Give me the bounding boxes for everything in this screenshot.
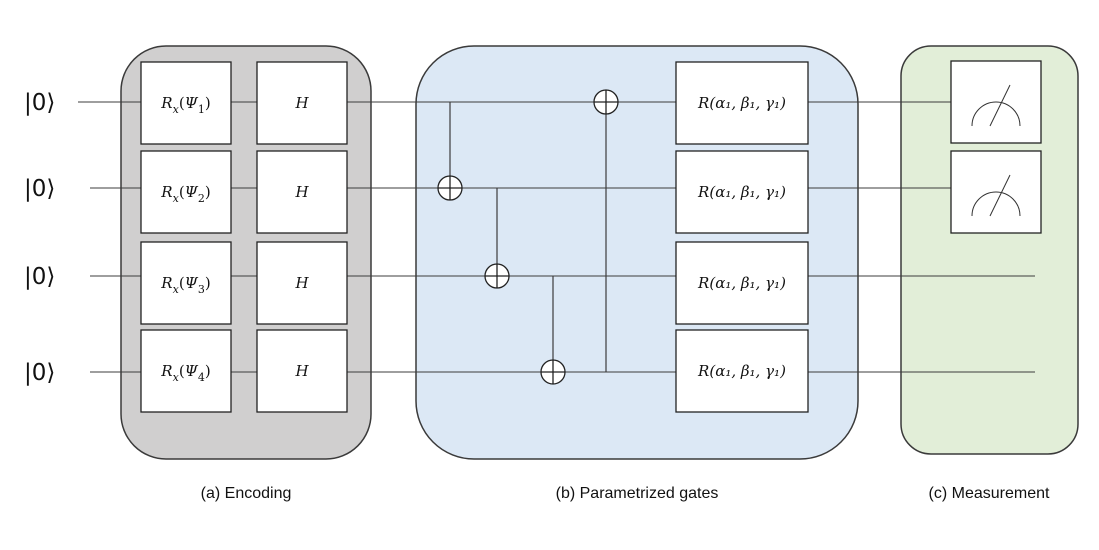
cnot-target-2	[484, 263, 510, 289]
rx-gate-label-1: Rx(Ψ1)	[160, 94, 210, 116]
r-gate-2	[675, 150, 809, 234]
qubit-labels: |0⟩ |0⟩ |0⟩ |0⟩	[24, 90, 55, 386]
rx-gate-label-3: Rx(Ψ3)	[160, 274, 210, 296]
rx-gate-1	[140, 61, 232, 145]
h-gate-label-2: H	[294, 183, 309, 201]
measurement-panel	[900, 45, 1079, 455]
cnot-controls	[449, 102, 607, 372]
r-gate-label-1: R(α₁, β₁, γ₁)	[697, 94, 786, 112]
qubit-label-1: |0⟩	[24, 90, 55, 116]
h-gate-label-3: H	[294, 274, 309, 292]
measurement-caption: (c) Measurement	[929, 485, 1050, 502]
r-gate-1	[675, 61, 809, 145]
qubit-label-3: |0⟩	[24, 264, 55, 290]
r-gate-label-3: R(α₁, β₁, γ₁)	[697, 274, 786, 292]
rx-gate-4	[140, 329, 232, 413]
cnot-target-4	[593, 89, 619, 115]
rx-gate-3	[140, 241, 232, 325]
measurement-meters	[950, 60, 1042, 234]
measurement-meter-2	[950, 150, 1042, 234]
cnot-targets	[437, 89, 619, 385]
h-gate-3	[256, 241, 348, 325]
measurement-meter-1	[950, 60, 1042, 144]
h-gate-2	[256, 150, 348, 234]
encoding-caption: (a) Encoding	[201, 485, 292, 502]
qubit-label-4: |0⟩	[24, 360, 55, 386]
rx-gate-2	[140, 150, 232, 234]
rotation-gates: R(α₁, β₁, γ₁) R(α₁, β₁, γ₁) R(α₁, β₁, γ₁) R…	[675, 61, 809, 413]
h-gate-4	[256, 329, 348, 413]
cnot-target-3	[540, 359, 566, 385]
parametrized-gates-caption: (b) Parametrized gates	[556, 485, 719, 502]
rx-gate-label-4: Rx(Ψ4)	[160, 362, 210, 384]
r-gate-3	[675, 241, 809, 325]
r-gate-4	[675, 329, 809, 413]
qubit-label-2: |0⟩	[24, 176, 55, 202]
rx-gate-label-2: Rx(Ψ2)	[160, 183, 210, 205]
h-gate-1	[256, 61, 348, 145]
encoding-gates: Rx(Ψ1) Rx(Ψ2) Rx(Ψ3) Rx(Ψ4) H H H H	[140, 61, 348, 413]
h-gate-label-4: H	[294, 362, 309, 380]
cnot-target-1	[437, 175, 463, 201]
r-gate-label-4: R(α₁, β₁, γ₁)	[697, 362, 786, 380]
h-gate-label-1: H	[294, 94, 309, 112]
r-gate-label-2: R(α₁, β₁, γ₁)	[697, 183, 786, 201]
